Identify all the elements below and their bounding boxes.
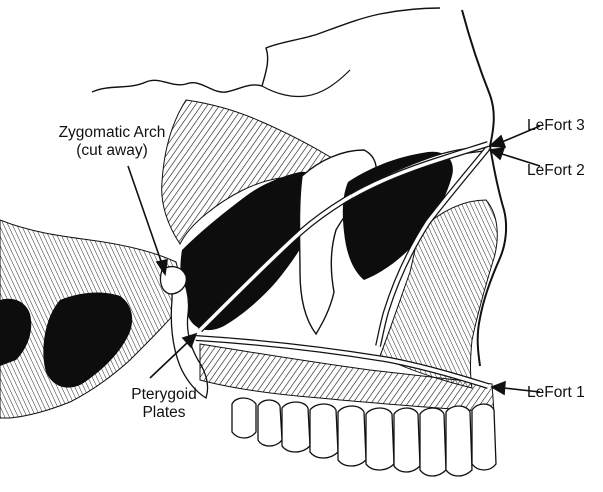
skull-base-shadow (43, 293, 132, 388)
lefort-1-label: LeFort 1 (527, 384, 585, 402)
pterygoid-plates-label: Pterygoid Plates (118, 386, 210, 422)
tooth (258, 400, 282, 446)
tooth (420, 408, 446, 476)
lefort-2-label: LeFort 2 (527, 162, 585, 180)
zygomatic-arch-label-line2: (cut away) (24, 142, 200, 160)
tooth (282, 402, 310, 452)
tooth (394, 408, 420, 472)
zygomatic-arch-label-line1: Zygomatic Arch (24, 124, 200, 142)
teeth-row (232, 398, 496, 476)
tooth (472, 404, 496, 470)
tooth (310, 404, 338, 458)
tooth (366, 408, 394, 470)
tooth (446, 406, 472, 476)
zygomatic-arch-label: Zygomatic Arch (cut away) (24, 124, 200, 160)
tooth (338, 406, 366, 466)
pterygoid-plates-label-line1: Pterygoid (118, 386, 210, 404)
tooth (232, 398, 256, 438)
cranial-suture-line (92, 8, 440, 92)
lefort-3-label: LeFort 3 (527, 117, 585, 135)
pterygoid-plates-label-line2: Plates (118, 404, 210, 422)
cranium-upper-outline (262, 70, 350, 97)
